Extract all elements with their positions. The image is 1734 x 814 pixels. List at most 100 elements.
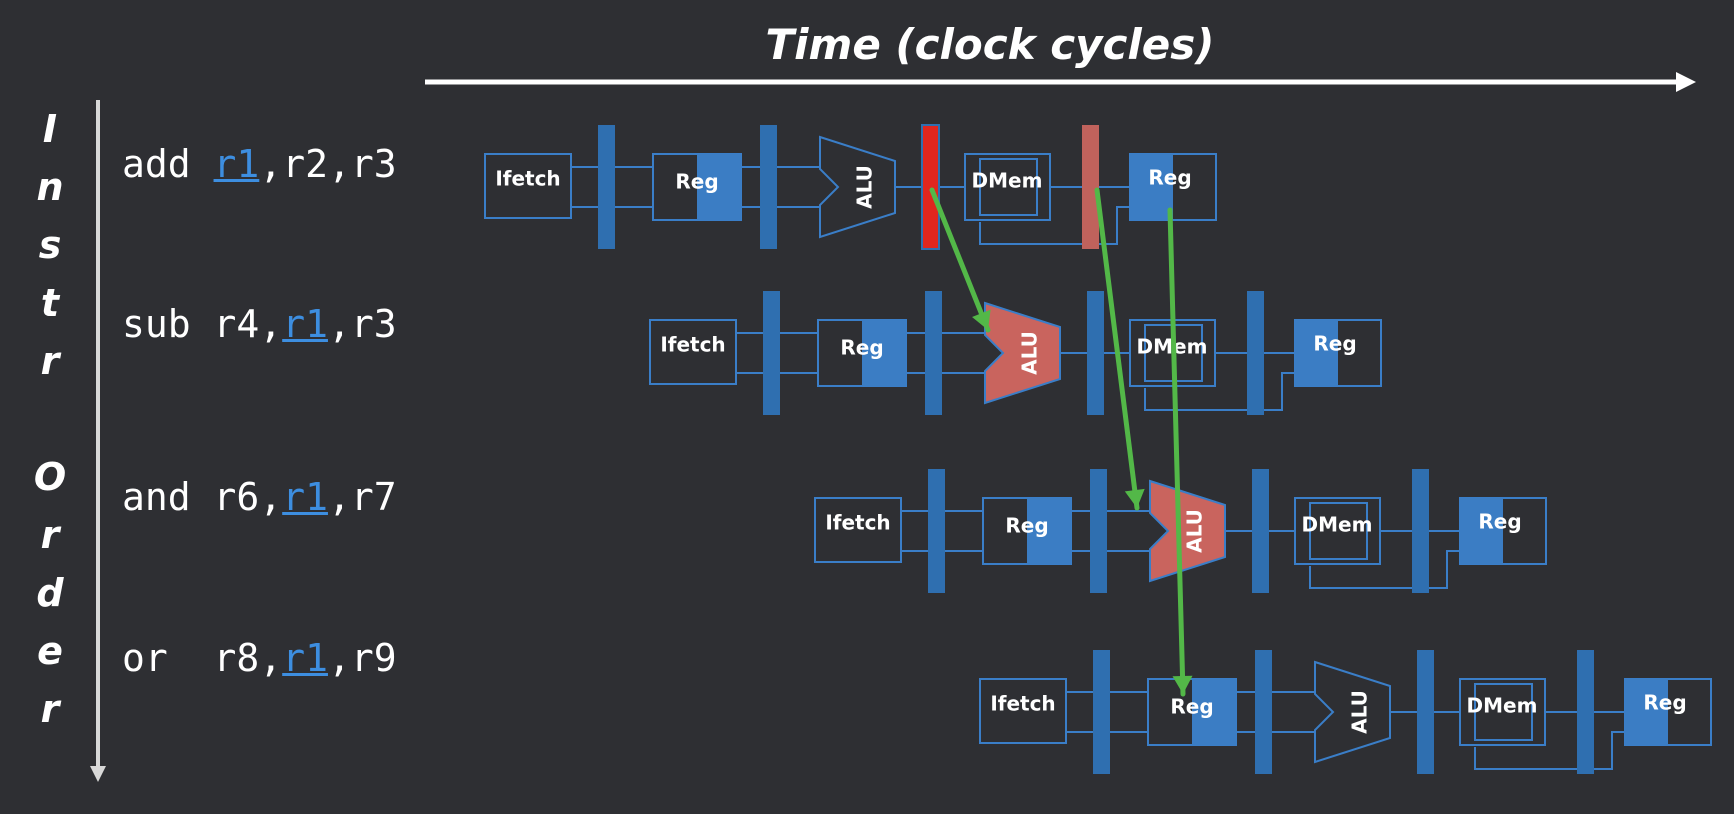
reg-write-shade: [1460, 498, 1503, 564]
alu-block: [1149, 479, 1226, 583]
instr-comma: ,: [327, 475, 351, 519]
instr-dest-reg: r4: [213, 302, 260, 346]
reg-read-shade: [1027, 498, 1071, 564]
instruction-add: add r1,r2,r3: [122, 142, 397, 186]
pipeline-register-id-ex: [760, 125, 777, 249]
order-letter: n: [36, 165, 64, 209]
dmem-label: DMem: [972, 169, 1043, 193]
instr-src2-reg: r3: [350, 302, 397, 346]
pipeline-register-if-id: [1093, 650, 1110, 774]
instr-src2-reg: r9: [350, 636, 397, 680]
order-letter: d: [36, 571, 64, 615]
instr-src-reg: r1: [282, 302, 328, 346]
ifetch-label: Ifetch: [495, 167, 560, 191]
ifetch-block: [814, 497, 902, 563]
time-axis-title: Time (clock cycles): [765, 20, 1215, 69]
reg-write-shade: [1130, 154, 1173, 220]
instr-src2-reg: r7: [350, 475, 397, 519]
alu-label: ALU: [1018, 331, 1042, 375]
pipeline-register-ex-mem: [1417, 650, 1434, 774]
pipeline-register-id-ex: [1090, 469, 1107, 593]
order-letter: r: [40, 513, 60, 557]
instr-comma: ,: [259, 475, 283, 519]
order-letter: s: [38, 223, 62, 267]
dmem-block: [964, 153, 1051, 221]
dmem-inner: [979, 158, 1038, 216]
wire: [1144, 372, 1295, 411]
order-letter: r: [40, 687, 60, 731]
dmem-label: DMem: [1302, 513, 1373, 537]
pipeline-register-mem-wb: [1082, 125, 1099, 249]
ifetch-block: [979, 678, 1067, 744]
instr-opcode: sub: [122, 302, 191, 346]
reg-write-label: Reg: [1478, 510, 1521, 534]
pipeline-register-ex-mem: [1087, 291, 1104, 415]
forward-arrow-ex-to-sub-alu-head: [972, 309, 991, 330]
reg-write-shade: [1295, 320, 1338, 386]
instr-comma: ,: [327, 636, 351, 680]
reg-read-label: Reg: [1005, 514, 1048, 538]
instr-dest-reg: r1: [213, 142, 260, 186]
pipeline-register-if-id: [763, 291, 780, 415]
ifetch-label: Ifetch: [825, 511, 890, 535]
wire: [979, 206, 1130, 245]
dmem-inner: [1474, 683, 1533, 741]
instr-comma: ,: [259, 142, 283, 186]
pipeline-register-id-ex: [1255, 650, 1272, 774]
reg-read-label: Reg: [1170, 695, 1213, 719]
instr-dest-reg: r8: [213, 636, 260, 680]
order-axis-arrowhead: [90, 766, 106, 782]
alu-label: ALU: [1183, 509, 1207, 553]
pipeline-register-id-ex: [925, 291, 942, 415]
order-letter: O: [33, 455, 67, 499]
ifetch-label: Ifetch: [990, 692, 1055, 716]
instruction-or: or r8,r1,r9: [122, 636, 397, 680]
forward-arrow-mem-to-and-alu: [1094, 187, 1140, 511]
instr-src-reg: r1: [282, 475, 328, 519]
reg-write-label: Reg: [1148, 166, 1191, 190]
instr-opcode: and: [122, 475, 191, 519]
instr-src-reg: r2: [282, 142, 328, 186]
forward-arrow-wb-to-or-reg-head: [1172, 675, 1193, 694]
dmem-block: [1459, 678, 1546, 746]
reg-write-label: Reg: [1643, 691, 1686, 715]
dmem-block: [1294, 497, 1381, 565]
pipeline-register-if-id: [928, 469, 945, 593]
pipeline-register-if-id: [598, 125, 615, 249]
alu-label: ALU: [1348, 690, 1372, 734]
pipeline-register-ex-mem: [1252, 469, 1269, 593]
order-letter: r: [40, 339, 60, 383]
reg-read-label: Reg: [840, 336, 883, 360]
instr-comma: ,: [259, 302, 283, 346]
reg-read-shade: [1192, 679, 1236, 745]
instr-src2-reg: r3: [350, 142, 397, 186]
dmem-inner: [1309, 502, 1368, 560]
instr-opcode: add: [122, 142, 191, 186]
reg-read-label: Reg: [675, 170, 718, 194]
instr-dest-reg: r6: [213, 475, 260, 519]
ifetch-label: Ifetch: [660, 333, 725, 357]
pipeline-register-mem-wb: [1247, 291, 1264, 415]
instr-opcode: or: [122, 636, 168, 680]
wire: [1309, 550, 1460, 589]
forward-arrow-wb-to-or-reg: [1167, 207, 1186, 697]
ifetch-block: [649, 319, 737, 385]
reg-read-shade: [862, 320, 906, 386]
instruction-sub: sub r4,r1,r3: [122, 302, 397, 346]
wire: [1474, 731, 1625, 770]
pipeline-register-mem-wb: [1412, 469, 1429, 593]
forward-arrow-ex-to-sub-alu: [929, 187, 991, 333]
reg-read-shade: [697, 154, 741, 220]
reg-write-label: Reg: [1313, 332, 1356, 356]
alu-block: [819, 135, 896, 239]
alu-block: [984, 301, 1061, 405]
dmem-label: DMem: [1467, 694, 1538, 718]
order-letter: t: [40, 281, 60, 325]
order-letter: e: [37, 629, 63, 673]
pipeline-register-ex-mem: [921, 124, 940, 250]
forward-arrow-mem-to-and-alu-head: [1124, 488, 1145, 508]
instr-comma: ,: [259, 636, 283, 680]
instr-comma: ,: [327, 142, 351, 186]
